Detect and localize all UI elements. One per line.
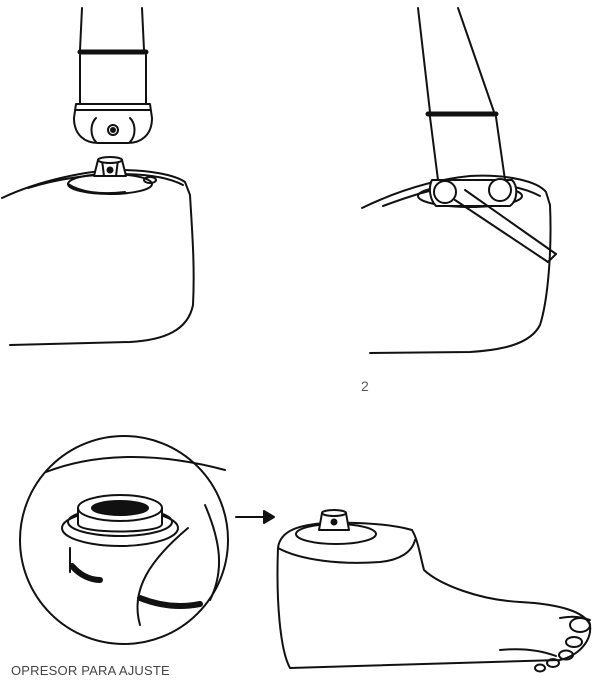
pylon-tube-2 <box>418 8 494 112</box>
toes <box>500 649 556 656</box>
detail-caption: OPRESOR PARA AJUSTE <box>11 663 170 678</box>
foot-block-1 <box>2 170 194 345</box>
panel-2 <box>362 8 556 353</box>
step-number-2: 2 <box>361 378 369 394</box>
panel-1 <box>2 8 194 345</box>
pylon-tube-1 <box>80 8 144 50</box>
arrow-right <box>236 511 274 523</box>
foot-bottom <box>278 510 591 672</box>
detail-magnifier <box>20 436 228 644</box>
